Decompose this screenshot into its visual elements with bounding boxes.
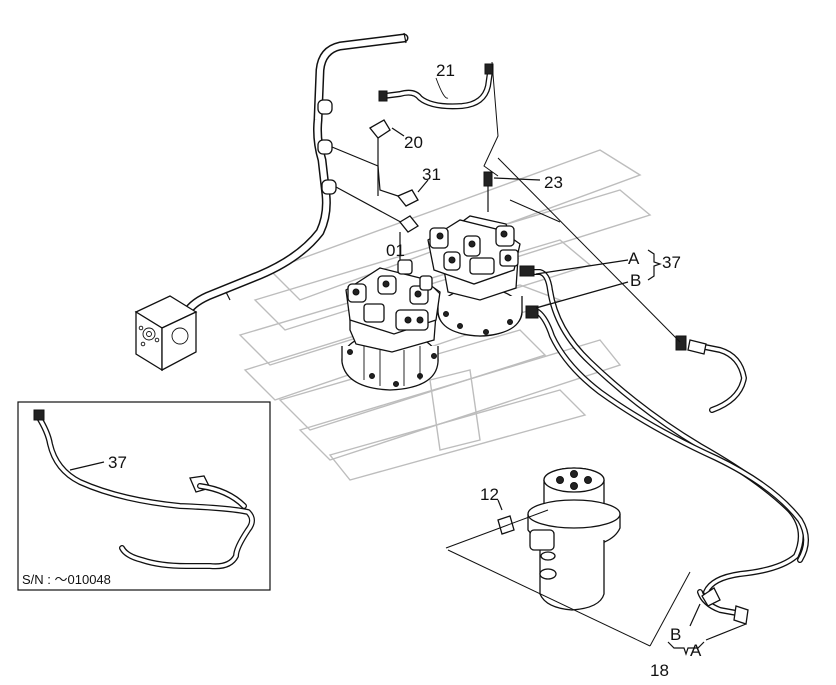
callout-37-top: 37 [662,253,681,272]
return-pipe [180,32,409,321]
callout-12: 12 [480,485,499,504]
callout-23: 23 [544,173,563,192]
swing-motor-front [341,259,441,391]
fitting-20 [369,119,405,196]
callout-18: 18 [650,661,669,680]
hose-21 [378,63,494,110]
fitting-23 [483,171,541,212]
fitting-01 [399,215,419,264]
swivel-joint [497,467,621,611]
callout-b-top: B [630,271,641,290]
inset-serial-variant [17,401,271,591]
fitting-31 [396,179,429,207]
callout-31: 31 [422,165,441,184]
inset-serial-label: S/N : ～010048 [22,572,111,587]
swing-motor-rear [427,215,523,337]
hose-b [525,305,809,563]
callout-a-bottom: A [690,641,702,660]
pipe-flange-block [134,295,198,372]
callout-21: 21 [436,61,455,80]
callout-20: 20 [404,133,423,152]
inset-callout-37: 37 [108,453,127,472]
callout-b-bottom: B [670,625,681,644]
hose-end-fittings [697,587,749,625]
callout-01: 01 [386,241,405,260]
callout-a-top: A [628,249,640,268]
hose-right-loop [675,335,747,413]
